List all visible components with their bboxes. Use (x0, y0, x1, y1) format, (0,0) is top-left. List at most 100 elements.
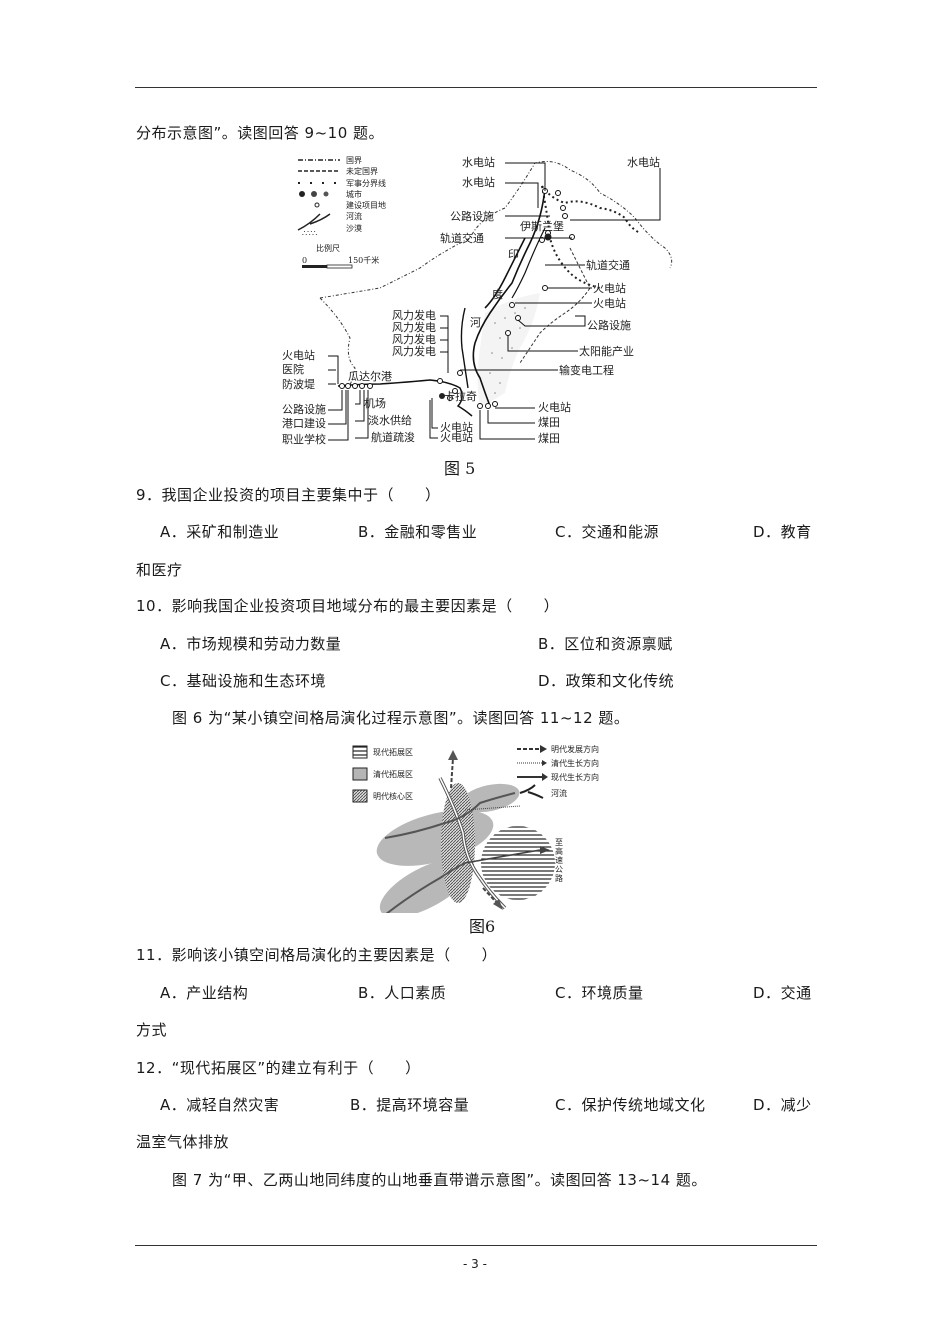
q11-option-d-wrap: 方式 (136, 1021, 168, 1039)
q11-option-d[interactable]: D．交通 (753, 984, 812, 1002)
q9-option-b[interactable]: B．金融和零售业 (358, 523, 478, 541)
q12-option-d-wrap: 温室气体排放 (136, 1133, 230, 1151)
svg-text:∴∵∴: ∴∵∴ (302, 229, 317, 238)
svg-text:淡水供给: 淡水供给 (368, 413, 412, 427)
q11-option-b[interactable]: B．人口素质 (358, 984, 447, 1002)
question-stem: 影响该小镇空间格局演化的主要因素是（ ） (171, 946, 498, 964)
svg-text:路: 路 (555, 873, 563, 883)
q10-option-a[interactable]: A．市场规模和劳动力数量 (160, 635, 342, 653)
question-10: 10．影响我国企业投资项目地域分布的最主要因素是（ ） (136, 596, 559, 616)
figure-5-map: 国界 未定国界 军事分界线 城市 建设项目地 河流 ∴∵∴ 沙漠 比例尺 0 1… (280, 148, 700, 478)
svg-text:公: 公 (555, 865, 563, 874)
question-number: 10． (136, 597, 172, 615)
svg-text:军事分界线: 军事分界线 (346, 178, 386, 188)
svg-text:现代生长方向: 现代生长方向 (551, 772, 599, 782)
q12-option-d[interactable]: D．减少 (753, 1096, 812, 1114)
question-12: 12．“现代拓展区”的建立有利于（ ） (136, 1058, 421, 1078)
svg-text:太阳能产业: 太阳能产业 (579, 344, 634, 358)
figure-6-caption: 图6 (469, 917, 496, 936)
svg-text:河流: 河流 (346, 211, 362, 221)
svg-text:防波堤: 防波堤 (282, 377, 315, 391)
figure-5-caption: 图 5 (444, 459, 476, 478)
q10-option-c[interactable]: C．基础设施和生态环境 (160, 672, 326, 690)
figure-7-intro: 图 7 为“甲、乙两山地同纬度的山地垂直带谱示意图”。读图回答 13~14 题。 (172, 1171, 707, 1189)
question-number: 11． (136, 946, 172, 964)
svg-text:火电站: 火电站 (593, 281, 626, 295)
svg-text:现代拓展区: 现代拓展区 (373, 747, 413, 757)
svg-text:水电站: 水电站 (462, 175, 495, 189)
svg-text:伊斯兰堡: 伊斯兰堡 (520, 219, 564, 233)
svg-text:火电站: 火电站 (440, 420, 473, 434)
svg-text:公路设施: 公路设施 (450, 210, 494, 223)
svg-text:机场: 机场 (364, 396, 386, 410)
svg-text:城市: 城市 (346, 189, 362, 199)
svg-text:公路设施: 公路设施 (587, 319, 631, 332)
intro-continuation: 分布示意图”。读图回答 9~10 题。 (136, 124, 385, 142)
svg-text:火电站: 火电站 (282, 348, 315, 362)
svg-text:煤田: 煤田 (538, 416, 560, 429)
svg-text:火电站: 火电站 (440, 430, 473, 444)
svg-text:水电站: 水电站 (462, 155, 495, 169)
question-number: 12． (136, 1059, 172, 1077)
svg-text:水电站: 水电站 (627, 155, 660, 169)
svg-text:公路设施: 公路设施 (282, 403, 326, 416)
q9-option-d[interactable]: D．教育 (753, 523, 812, 541)
map-legend: 国界 未定国界 军事分界线 城市 建设项目地 河流 ∴∵∴ 沙漠 比例尺 0 1… (297, 156, 386, 269)
footer-rule (135, 1245, 817, 1246)
svg-text:煤田: 煤田 (538, 432, 560, 445)
svg-text:轨道交通: 轨道交通 (440, 231, 484, 245)
svg-text:风力发电: 风力发电 (392, 320, 436, 334)
svg-text:高: 高 (555, 846, 563, 856)
question-stem: 影响我国企业投资项目地域分布的最主要因素是（ ） (171, 597, 560, 615)
svg-text:卡拉奇: 卡拉奇 (444, 389, 477, 403)
question-stem: 我国企业投资的项目主要集中于（ ） (161, 486, 441, 504)
town-evolution-diagram: 现代拓展区 清代拓展区 明代核心区 明代发展方向 清代生长方向 现代生长方向 河… (352, 744, 599, 924)
q9-option-a[interactable]: A．采矿和制造业 (160, 523, 280, 541)
svg-text:港口建设: 港口建设 (282, 416, 326, 430)
svg-text:比例尺: 比例尺 (316, 243, 340, 253)
page-number: - 3 - (463, 1257, 487, 1271)
q12-option-a[interactable]: A．减轻自然灾害 (160, 1096, 280, 1114)
pakistan-project-map: 国界 未定国界 军事分界线 城市 建设项目地 河流 ∴∵∴ 沙漠 比例尺 0 1… (282, 155, 673, 446)
svg-text:风力发电: 风力发电 (392, 332, 436, 346)
svg-text:火电站: 火电站 (593, 296, 626, 310)
svg-text:风力发电: 风力发电 (392, 308, 436, 322)
header-rule (135, 87, 817, 88)
svg-text:轨道交通: 轨道交通 (586, 258, 630, 272)
q9-option-c[interactable]: C．交通和能源 (555, 523, 659, 541)
svg-text:速: 速 (555, 856, 563, 865)
question-number: 9． (136, 486, 162, 504)
q10-option-d[interactable]: D．政策和文化传统 (538, 672, 675, 690)
q12-option-b[interactable]: B．提高环境容量 (350, 1096, 470, 1114)
svg-text:医院: 医院 (282, 362, 304, 376)
svg-text:河: 河 (470, 316, 481, 329)
q9-option-d-wrap: 和医疗 (136, 561, 183, 579)
q10-option-b[interactable]: B．区位和资源禀赋 (538, 635, 673, 653)
svg-text:印: 印 (508, 248, 519, 261)
svg-text:150千米: 150千米 (348, 255, 379, 265)
svg-text:风力发电: 风力发电 (392, 344, 436, 358)
svg-text:度: 度 (492, 287, 503, 301)
svg-text:未定国界: 未定国界 (346, 166, 378, 176)
svg-text:职业学校: 职业学校 (282, 432, 326, 446)
svg-text:明代发展方向: 明代发展方向 (551, 744, 599, 754)
svg-text:至: 至 (555, 838, 563, 847)
svg-text:国界: 国界 (346, 156, 362, 165)
figure-6-intro: 图 6 为“某小镇空间格局演化过程示意图”。读图回答 11~12 题。 (172, 709, 630, 727)
q11-option-a[interactable]: A．产业结构 (160, 984, 249, 1002)
svg-text:河流: 河流 (551, 788, 567, 798)
svg-text:清代拓展区: 清代拓展区 (373, 769, 413, 779)
svg-text:输变电工程: 输变电工程 (559, 363, 614, 377)
q12-option-c[interactable]: C．保护传统地域文化 (555, 1096, 706, 1114)
figure-6-diagram: 现代拓展区 清代拓展区 明代核心区 明代发展方向 清代生长方向 现代生长方向 河… (345, 738, 620, 924)
svg-text:建设项目地: 建设项目地 (346, 200, 386, 210)
question-9: 9．我国企业投资的项目主要集中于（ ） (136, 485, 441, 505)
svg-text:火电站: 火电站 (538, 400, 571, 414)
svg-text:清代生长方向: 清代生长方向 (551, 758, 599, 768)
question-11: 11．影响该小镇空间格局演化的主要因素是（ ） (136, 945, 497, 965)
q11-option-c[interactable]: C．环境质量 (555, 984, 644, 1002)
svg-text:沙漠: 沙漠 (346, 223, 362, 233)
svg-text:明代核心区: 明代核心区 (373, 791, 413, 801)
svg-text:航道疏浚: 航道疏浚 (371, 430, 415, 444)
svg-text:0: 0 (302, 256, 307, 265)
